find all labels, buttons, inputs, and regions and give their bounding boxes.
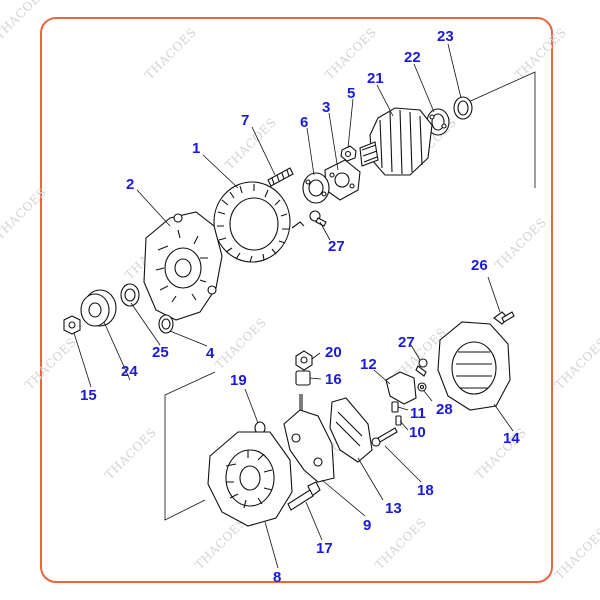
watermark-layer: THACOES THACOES THACOES THACOES THACOES … xyxy=(0,0,600,582)
callout-11: 11 xyxy=(410,405,426,422)
watermark: THACOES xyxy=(192,515,249,572)
callout-28: 28 xyxy=(436,401,453,418)
callout-21: 21 xyxy=(367,70,384,87)
callout-5: 5 xyxy=(347,85,355,102)
callout-26: 26 xyxy=(471,257,488,274)
part-12-terminal xyxy=(385,371,417,405)
callout-25: 25 xyxy=(152,344,169,361)
watermark: THACOES xyxy=(492,215,549,272)
callout-2: 2 xyxy=(126,176,134,193)
callout-20: 20 xyxy=(325,344,342,361)
part-21-rotor xyxy=(359,107,433,176)
callout-1: 1 xyxy=(192,140,200,157)
leader-lines xyxy=(73,43,514,569)
callout-13: 13 xyxy=(385,500,402,517)
part-14-rear-cover xyxy=(437,321,511,411)
callout-8: 8 xyxy=(273,569,281,586)
callout-22: 22 xyxy=(404,49,421,66)
callout-labels: 1 2 3 4 5 6 7 8 9 10 11 12 13 14 15 16 1… xyxy=(80,28,520,586)
callout-3: 3 xyxy=(322,99,330,116)
callout-23: 23 xyxy=(437,28,454,45)
part-11-bushing xyxy=(391,401,399,413)
callout-27: 27 xyxy=(398,334,415,351)
part-3-plate xyxy=(324,159,361,201)
part-17-bolt xyxy=(287,481,321,511)
part-24-pulley xyxy=(80,289,117,327)
watermark: THACOES xyxy=(222,115,279,172)
watermark: THACOES xyxy=(552,335,600,392)
watermark: THACOES xyxy=(472,425,529,482)
part-2-front-housing xyxy=(143,211,223,321)
callout-14: 14 xyxy=(503,430,520,447)
callout-7: 7 xyxy=(241,112,249,129)
assembly-axis-lines xyxy=(164,71,536,521)
part-10-pin xyxy=(395,415,402,426)
part-28-nut xyxy=(417,382,427,392)
part-20-nut xyxy=(295,350,313,371)
watermark: THACOES xyxy=(142,25,199,82)
callout-24: 24 xyxy=(121,363,138,380)
part-5-nut xyxy=(340,145,357,162)
callout-6: 6 xyxy=(300,114,308,131)
watermark: THACOES xyxy=(512,25,569,82)
watermark: THACOES xyxy=(0,185,49,242)
watermark: THACOES xyxy=(22,335,79,392)
part-6-bearing xyxy=(302,172,330,204)
part-26-bolt xyxy=(493,311,515,325)
callout-12: 12 xyxy=(360,356,377,373)
part-13-regulator xyxy=(329,397,373,463)
callout-27: 27 xyxy=(328,238,345,255)
watermark: THACOES xyxy=(0,0,49,42)
part-16-bushing xyxy=(295,370,311,386)
part-9-rectifier xyxy=(283,394,335,483)
part-8-rear-housing xyxy=(207,431,293,527)
callout-19: 19 xyxy=(230,372,247,389)
callout-10: 10 xyxy=(409,424,426,441)
part-15-nut xyxy=(63,315,81,335)
part-27-screw xyxy=(309,210,327,227)
part-23-seal xyxy=(453,96,473,120)
callout-4: 4 xyxy=(206,345,215,362)
callout-18: 18 xyxy=(417,482,434,499)
diagram-frame xyxy=(40,17,553,583)
part-27-screw xyxy=(415,358,428,377)
callout-16: 16 xyxy=(325,371,342,388)
watermark: THACOES xyxy=(372,515,429,572)
part-18-screw xyxy=(371,427,398,447)
part-25-spacer xyxy=(120,283,140,307)
part-4-ring xyxy=(158,314,174,334)
callout-9: 9 xyxy=(363,517,371,534)
watermark: THACOES xyxy=(552,525,600,582)
callout-15: 15 xyxy=(80,387,97,404)
part-7-stud xyxy=(267,167,294,187)
watermark: THACOES xyxy=(102,425,159,482)
part-1-stator xyxy=(213,181,305,263)
callout-17: 17 xyxy=(316,540,333,557)
watermark: THACOES xyxy=(212,315,269,372)
